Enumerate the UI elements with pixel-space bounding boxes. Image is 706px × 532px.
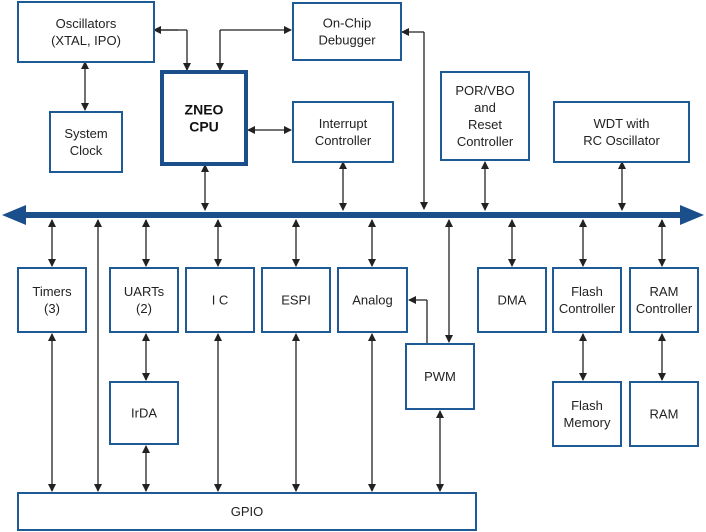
oscillators-block-label: Oscillators bbox=[56, 16, 117, 31]
dma-block: DMA bbox=[477, 267, 547, 333]
on-chip-debugger-block-border bbox=[292, 2, 402, 61]
irda-block-border bbox=[109, 381, 179, 445]
ram-controller-block-label: RAM bbox=[650, 284, 679, 299]
espi-block-border bbox=[261, 267, 331, 333]
pwm-block: PWM bbox=[405, 343, 475, 410]
ram-block-label: RAM bbox=[650, 407, 679, 422]
analog-block-border bbox=[337, 267, 408, 333]
system-clock-block-label: System bbox=[64, 126, 107, 141]
por-vbo-reset-block-label: POR/VBO bbox=[455, 83, 514, 98]
oscillators-block-border bbox=[17, 1, 155, 63]
timers-block: Timers (3) bbox=[17, 267, 87, 333]
on-chip-debugger-block-label: Debugger bbox=[318, 33, 376, 48]
oscillators-block: Oscillators (XTAL, IPO) bbox=[17, 1, 155, 63]
irda-block-label: IrDA bbox=[131, 406, 157, 421]
timers-block-label: (3) bbox=[44, 301, 60, 316]
wdt-block-label: WDT with bbox=[593, 116, 649, 131]
gpio-block: GPIO bbox=[17, 492, 477, 531]
flash-memory-block-label: Memory bbox=[564, 415, 611, 430]
uarts-block-label: UARTs bbox=[124, 284, 165, 299]
ram-controller-block-border bbox=[629, 267, 699, 333]
uarts-block: UARTs (2) bbox=[109, 267, 179, 333]
ram-block: RAM bbox=[629, 381, 699, 447]
uarts-block-label: (2) bbox=[136, 301, 152, 316]
gpio-block-label: GPIO bbox=[231, 504, 264, 519]
cpu-block-border bbox=[160, 70, 248, 166]
ram-block-border bbox=[629, 381, 699, 447]
timers-block-border bbox=[17, 267, 87, 333]
analog-block-label: Analog bbox=[352, 293, 392, 308]
wdt-block-label: RC Oscillator bbox=[583, 133, 660, 148]
cpu-block-label: ZNEO bbox=[185, 102, 224, 118]
flash-controller-block-border bbox=[552, 267, 622, 333]
espi-block-label: ESPI bbox=[281, 293, 311, 308]
flash-controller-block-label: Flash bbox=[571, 284, 603, 299]
ram-controller-block: RAM Controller bbox=[629, 267, 699, 333]
por-vbo-reset-block-label: Reset bbox=[468, 117, 502, 132]
i2c-block: I C bbox=[185, 267, 255, 333]
flash-memory-block-border bbox=[552, 381, 622, 447]
interrupt-controller-block-border bbox=[292, 101, 394, 163]
system-clock-block-label: Clock bbox=[70, 143, 103, 158]
por-vbo-reset-block-label: and bbox=[474, 100, 496, 115]
flash-memory-block-label: Flash bbox=[571, 398, 603, 413]
analog-block: Analog bbox=[337, 267, 408, 333]
dma-block-label: DMA bbox=[498, 293, 527, 308]
system-bus bbox=[2, 205, 704, 225]
dma-block-border bbox=[477, 267, 547, 333]
timers-block-label: Timers bbox=[32, 284, 72, 299]
wdt-block: WDT with RC Oscillator bbox=[553, 101, 690, 163]
pwm-block-border bbox=[405, 343, 475, 410]
cpu-block-label: CPU bbox=[189, 119, 219, 135]
espi-block: ESPI bbox=[261, 267, 331, 333]
por-vbo-reset-block-label: Controller bbox=[457, 134, 514, 149]
system-clock-block-border bbox=[49, 111, 123, 173]
connectors bbox=[48, 26, 666, 492]
interrupt-controller-block-label: Interrupt bbox=[319, 116, 368, 131]
gpio-block-border bbox=[17, 492, 477, 531]
por-vbo-reset-block-border bbox=[440, 71, 530, 161]
pwm-block-label: PWM bbox=[424, 369, 456, 384]
uarts-block-border bbox=[109, 267, 179, 333]
interrupt-controller-block-label: Controller bbox=[315, 133, 372, 148]
oscillators-block-label: (XTAL, IPO) bbox=[51, 33, 121, 48]
ram-controller-block-label: Controller bbox=[636, 301, 693, 316]
i2c-block-border bbox=[185, 267, 255, 333]
flash-controller-block-label: Controller bbox=[559, 301, 616, 316]
i2c-block-label: I C bbox=[212, 293, 229, 308]
wdt-block-border bbox=[553, 101, 690, 163]
irda-block: IrDA bbox=[109, 381, 179, 445]
on-chip-debugger-block-label: On-Chip bbox=[323, 16, 371, 31]
